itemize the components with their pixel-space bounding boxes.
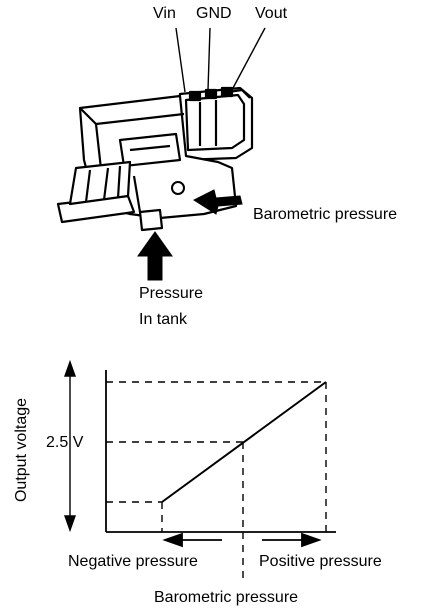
tank-pressure-port (138, 208, 164, 232)
voltage-range-arrow (64, 359, 76, 533)
y-axis-title: Output voltage (13, 397, 30, 503)
pin-leader-lines (175, 27, 266, 93)
barometric-pressure-arrow (192, 189, 243, 215)
positive-pressure-arrow (262, 532, 322, 548)
dashed-guide-lines (106, 381, 327, 580)
tank-pressure-arrow (137, 231, 173, 281)
barometric-pressure-label: Barometric pressure (253, 206, 398, 223)
positive-pressure-label: Positive pressure (259, 553, 382, 570)
tank-pressure-label-line2: In tank (139, 311, 188, 328)
tank-pressure-label-line1: Pressure (139, 285, 204, 302)
pin-label-vout: Vout (255, 5, 288, 22)
mounting-bracket (56, 160, 185, 224)
x-axis-title: Barometric pressure (154, 589, 299, 606)
pin-label-vin: Vin (153, 5, 176, 22)
pin-label-gnd: GND (196, 5, 232, 22)
negative-pressure-arrow (162, 532, 222, 548)
negative-pressure-label: Negative pressure (68, 553, 198, 570)
connector-housing (174, 86, 254, 162)
output-characteristic-line (161, 381, 327, 503)
output-voltage-graph (64, 359, 336, 580)
y-tick-label: 2.5 V (46, 434, 84, 451)
graph-axes (105, 370, 336, 533)
pressure-sensor-illustration (56, 27, 266, 232)
